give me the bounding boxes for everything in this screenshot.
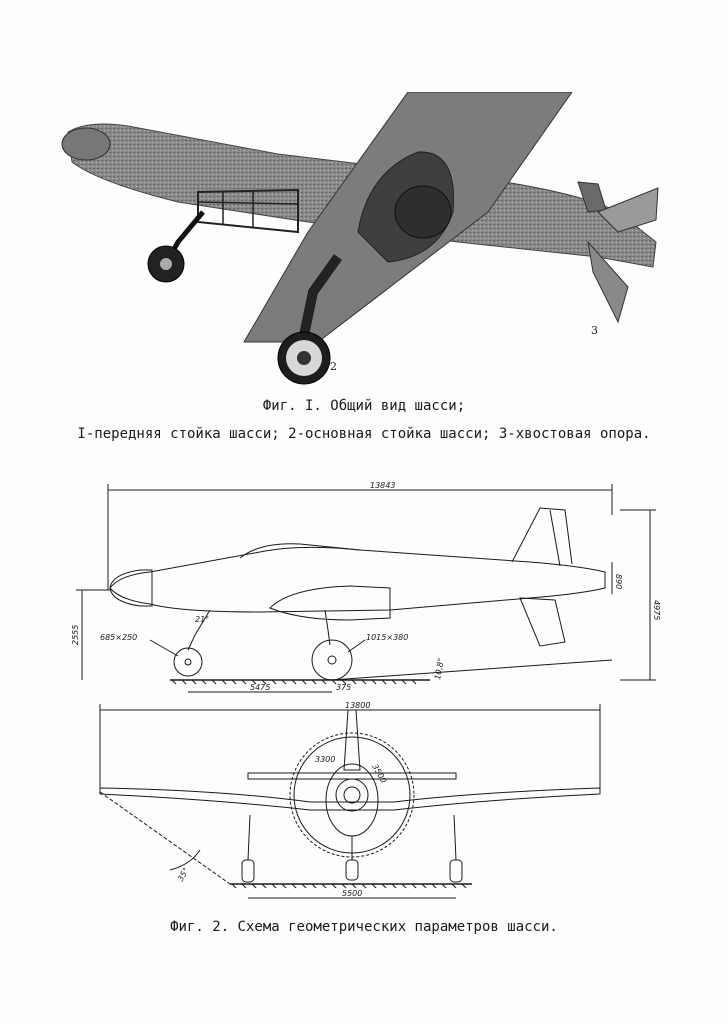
dim-overall-length: 13843 bbox=[370, 481, 395, 490]
figure1-caption-title: Фиг. I. Общий вид шасси; bbox=[262, 398, 466, 414]
dim-tail-height: 890 bbox=[614, 574, 623, 589]
dim-main-gear-offset: 375 bbox=[336, 683, 351, 692]
dim-front-wheel-size: 685×250 bbox=[100, 633, 137, 642]
dim-main-wheel-size: 1015×380 bbox=[366, 633, 408, 642]
dim-front-strut-angle: 21° bbox=[195, 615, 209, 624]
dim-prop-radius-a: 3300 bbox=[315, 755, 335, 764]
figure2-caption: Фиг. 2. Схема геометрических параметров … bbox=[170, 919, 558, 935]
landing-gear-scheme-drawing: 13843 4975 890 2555 bbox=[71, 481, 661, 899]
landing-gear-photo: 2 3 bbox=[61, 92, 659, 385]
dim-ground-angle: 10,8° bbox=[433, 657, 446, 680]
photo-label-main-gear: 2 bbox=[330, 360, 337, 373]
dim-front-wheel-height: 2555 bbox=[71, 625, 80, 645]
dim-wheelbase: 5475 bbox=[250, 683, 270, 692]
dim-track: 5500 bbox=[342, 889, 362, 898]
dim-span: 13800 bbox=[345, 701, 370, 710]
front-view: 13800 3300 3500 bbox=[99, 701, 601, 899]
dim-height-total: 4975 bbox=[652, 600, 661, 620]
dim-dihedral-angle: 35° bbox=[176, 866, 191, 883]
photo-label-tail-support: 3 bbox=[591, 324, 598, 337]
dim-prop-radius-b: 3500 bbox=[370, 763, 388, 785]
side-view: 13843 4975 890 2555 bbox=[71, 481, 661, 693]
figure1-caption-legend: I-передняя стойка шасси; 2-основная стой… bbox=[77, 426, 651, 442]
